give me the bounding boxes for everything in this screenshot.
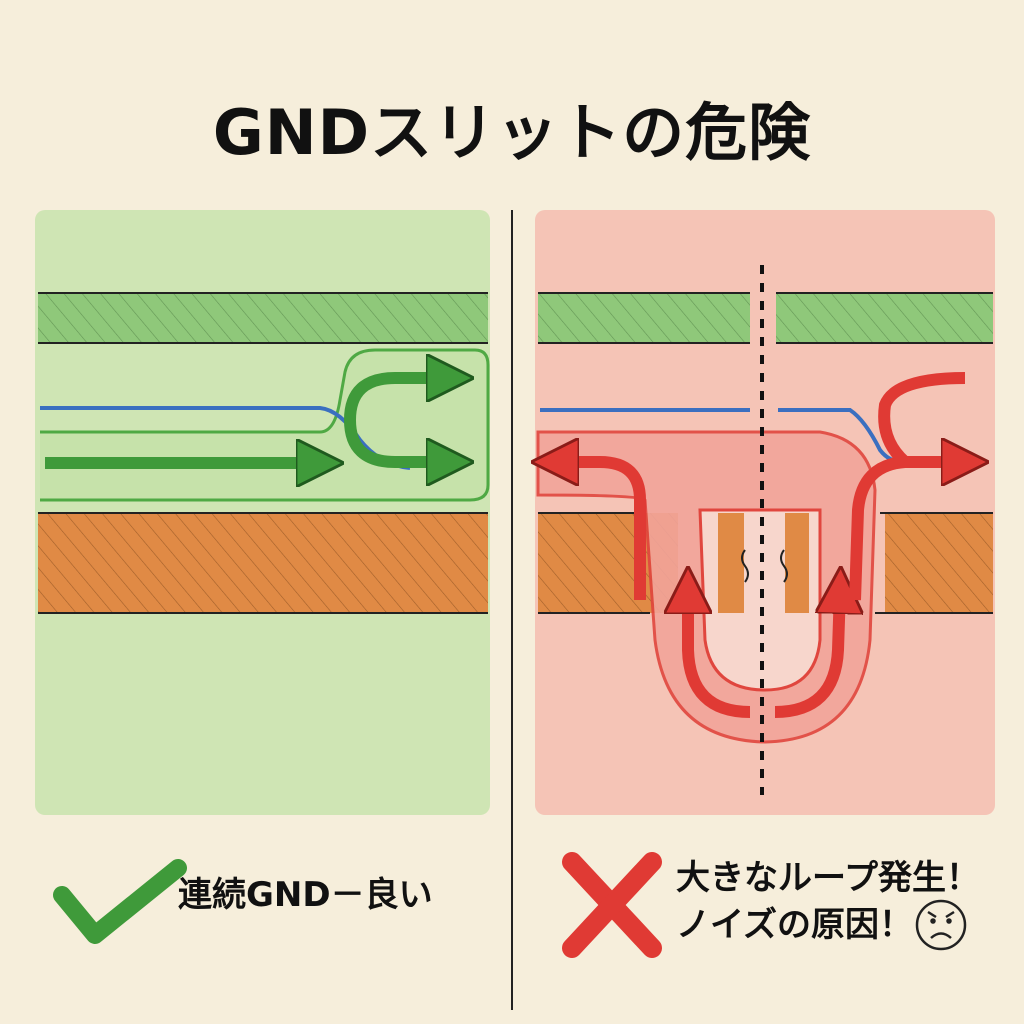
- right-panel-slit-gnd: [535, 210, 995, 815]
- right-caption-line1: 大きなループ発生！: [676, 858, 980, 898]
- left-panel-continuous-gnd: [35, 210, 490, 815]
- left-caption: 連続GND－良い: [178, 875, 433, 915]
- current-arrow-loop-right: [774, 590, 840, 718]
- page-title: GNDスリットの危険: [212, 96, 812, 169]
- current-arrow-uturn: [343, 372, 450, 462]
- current-arrow-return-left: [555, 462, 646, 600]
- cross-icon: [562, 852, 662, 958]
- slit-edge-left: [718, 513, 744, 613]
- slit-edge-right: [785, 513, 809, 613]
- right-caption-line2: ノイズの原因！: [676, 905, 913, 945]
- current-arrow-up: [878, 372, 966, 467]
- angry-face-icon: [915, 899, 967, 951]
- check-icon: [53, 859, 187, 944]
- current-arrow-loop-left: [688, 590, 751, 718]
